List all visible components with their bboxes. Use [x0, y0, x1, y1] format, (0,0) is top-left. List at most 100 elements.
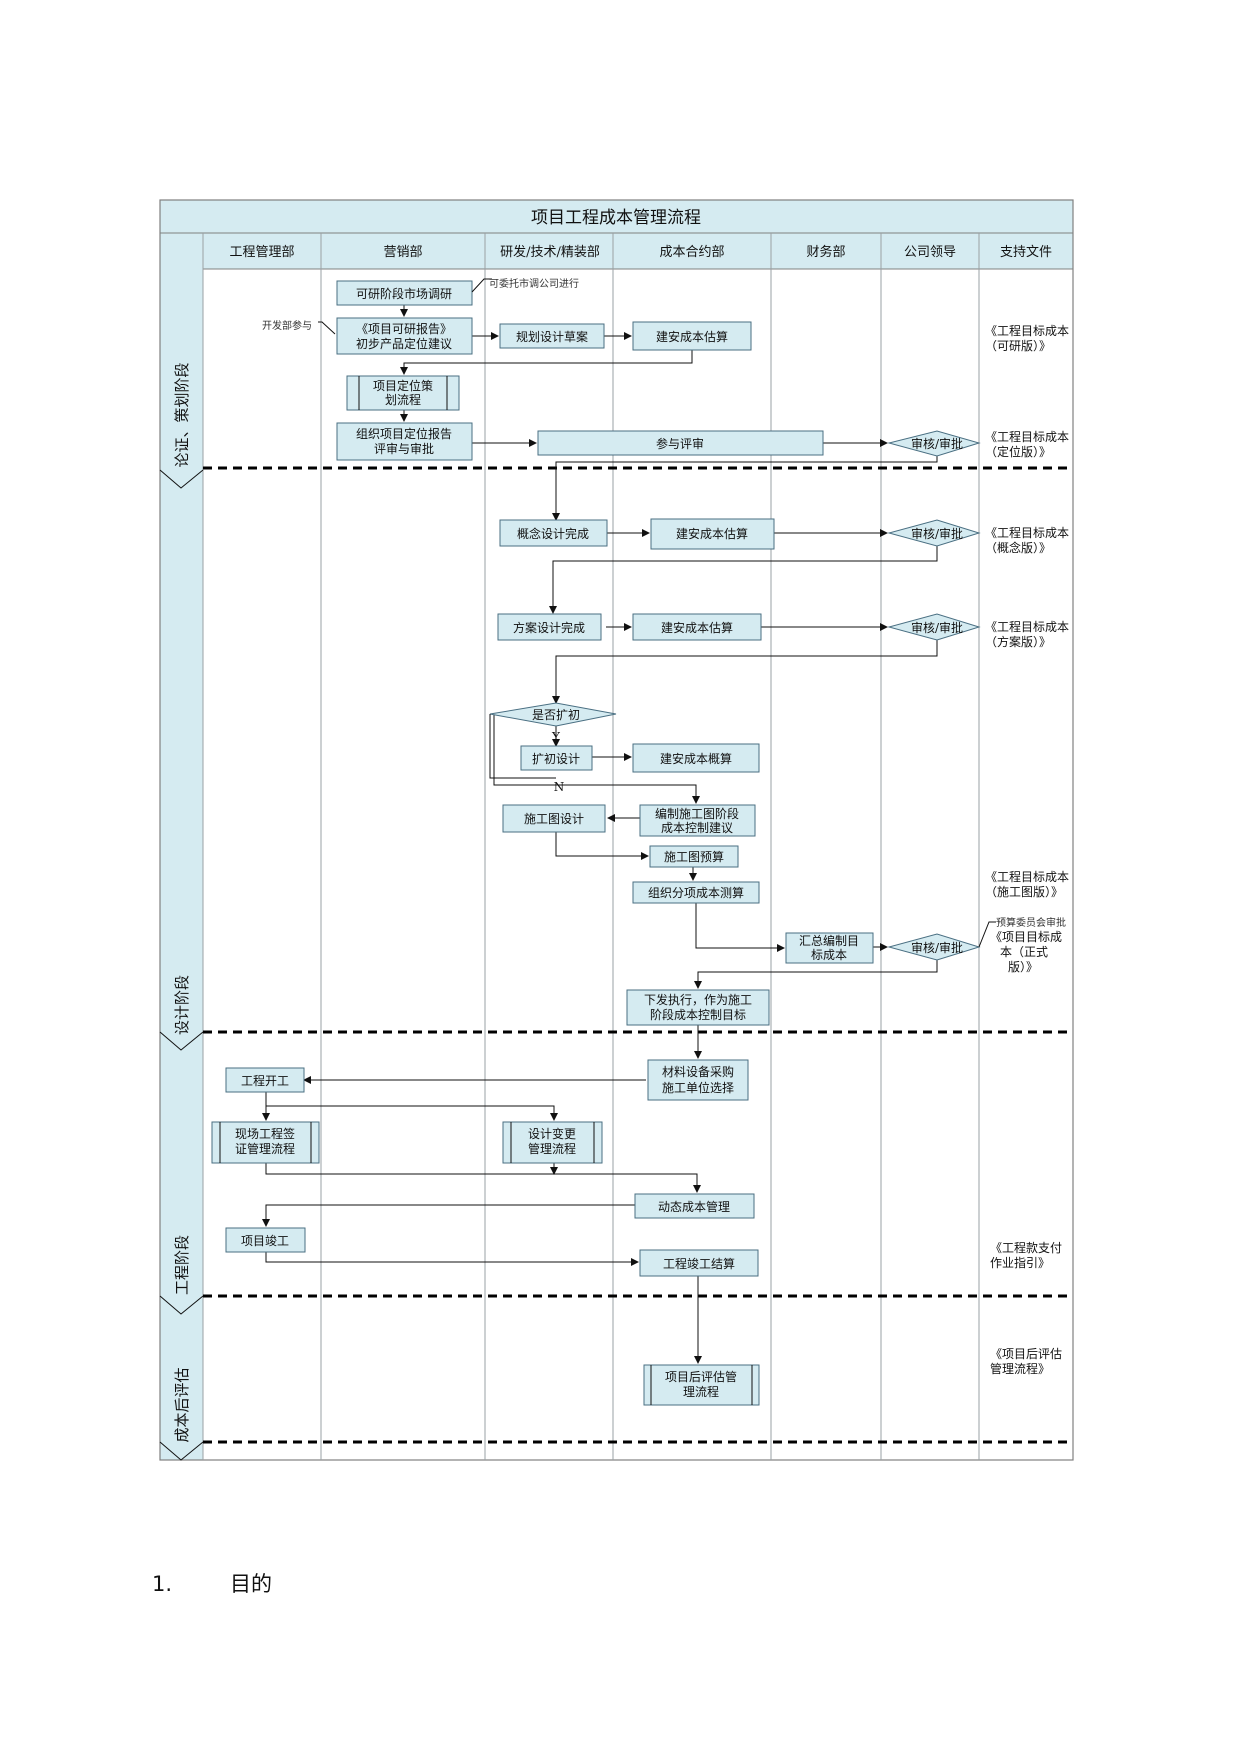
- svg-text:扩初设计: 扩初设计: [532, 752, 580, 766]
- node-procurement: [647, 1059, 749, 1101]
- svg-text:理流程: 理流程: [683, 1384, 719, 1399]
- node-participate-review: [537, 430, 824, 456]
- note-connector-budget: [978, 921, 996, 948]
- node-positioning-process: [346, 375, 460, 411]
- node-plan-draft: [499, 323, 605, 349]
- svg-text:《项目可研报告》: 《项目可研报告》: [356, 321, 452, 336]
- svg-text:划流程: 划流程: [385, 392, 421, 407]
- column-header-marketing: 营销部: [383, 245, 422, 260]
- node-concept-design: [499, 519, 608, 547]
- svg-text:审核/审批: 审核/审批: [911, 436, 963, 451]
- note-entrust: 可委托市调公司进行: [489, 277, 579, 290]
- svg-text:《工程款支付: 《工程款支付: [990, 1240, 1062, 1255]
- node-positioning-review: [336, 422, 473, 461]
- svg-text:动态成本管理: 动态成本管理: [658, 1199, 730, 1214]
- node-cd-budget: [649, 845, 739, 868]
- column-header-leadership: 公司领导: [904, 245, 956, 260]
- node-site-visa-process: [211, 1121, 320, 1164]
- column-header-band: [202, 232, 1074, 270]
- svg-text:（定位版）》: （定位版）》: [985, 444, 1051, 459]
- svg-text:管理流程》: 管理流程》: [990, 1361, 1050, 1376]
- node-design-change-process: [502, 1121, 603, 1164]
- column-header-engineering: 工程管理部: [229, 245, 294, 260]
- svg-text:标成本: 标成本: [811, 948, 847, 962]
- svg-text:方案设计完成: 方案设计完成: [513, 620, 585, 635]
- svg-text:《项目目标成: 《项目目标成: [990, 930, 1062, 944]
- svg-text:组织项目定位报告: 组织项目定位报告: [356, 426, 452, 441]
- note-budget-committee: 预算委员会审批: [996, 916, 1066, 929]
- decision-yes-label: Y: [551, 730, 561, 744]
- svg-text:《工程目标成本: 《工程目标成本: [985, 429, 1069, 444]
- svg-text:施工图设计: 施工图设计: [524, 812, 584, 826]
- support-documents: 《工程目标成本 （可研版）》 《工程目标成本 （定位版）》 《工程目标成本 （概…: [985, 323, 1069, 1376]
- svg-text:评审与审批: 评审与审批: [374, 441, 434, 456]
- phase-dividers: [159, 466, 1073, 1461]
- section-number: 1.: [152, 1572, 173, 1596]
- svg-text:概念设计完成: 概念设计完成: [517, 526, 589, 541]
- title-band: [159, 199, 1074, 234]
- node-project-completion: [225, 1227, 306, 1253]
- decision-no-label: N: [554, 780, 565, 794]
- svg-text:《工程目标成本: 《工程目标成本: [985, 323, 1069, 338]
- svg-text:可研阶段市场调研: 可研阶段市场调研: [356, 286, 452, 301]
- svg-text:编制施工图阶段: 编制施工图阶段: [655, 806, 739, 821]
- svg-text:项目竣工: 项目竣工: [241, 1233, 289, 1248]
- svg-text:规划设计草案: 规划设计草案: [516, 329, 588, 344]
- node-sub-cost-measure: [632, 881, 760, 904]
- phase-label-construction: 工程阶段: [173, 1235, 191, 1295]
- svg-text:现场工程签: 现场工程签: [235, 1126, 295, 1141]
- svg-text:工程竣工结算: 工程竣工结算: [663, 1256, 735, 1271]
- column-header-support-docs: 支持文件: [1000, 245, 1052, 260]
- node-completion-settlement: [639, 1249, 759, 1277]
- column-header-cost-contract: 成本合约部: [659, 245, 724, 260]
- approval-diamonds: 审核/审批 审核/审批 审核/审批 审核/审批: [887, 430, 981, 961]
- node-scheme-design: [497, 613, 602, 641]
- svg-text:材料设备采购: 材料设备采购: [662, 1064, 734, 1079]
- svg-text:《项目后评估: 《项目后评估: [990, 1347, 1062, 1361]
- svg-text:作业指引》: 作业指引》: [990, 1255, 1050, 1270]
- node-market-research: [336, 280, 473, 306]
- svg-text:《工程目标成本: 《工程目标成本: [985, 869, 1069, 884]
- svg-text:施工图预算: 施工图预算: [664, 849, 724, 864]
- node-construction-start: [225, 1067, 305, 1093]
- phase-band: [159, 232, 204, 1461]
- svg-text:管理流程: 管理流程: [528, 1141, 576, 1156]
- svg-text:审核/审批: 审核/审批: [911, 940, 963, 955]
- node-cost-estimate-1: [632, 321, 752, 351]
- flowchart-title: 项目工程成本管理流程: [531, 208, 701, 228]
- node-dynamic-cost: [634, 1193, 755, 1219]
- decision-preliminary-design: [489, 702, 617, 727]
- svg-text:成本控制建议: 成本控制建议: [661, 821, 733, 835]
- svg-text:组织分项成本测算: 组织分项成本测算: [648, 885, 744, 900]
- svg-text:审核/审批: 审核/审批: [911, 526, 963, 541]
- phase-label-design: 设计阶段: [173, 975, 191, 1035]
- svg-text:建安成本概算: 建安成本概算: [660, 751, 732, 766]
- svg-text:本（正式: 本（正式: [1000, 945, 1048, 959]
- svg-text:下发执行，作为施工: 下发执行，作为施工: [644, 992, 752, 1007]
- phase-label-post-evaluation: 成本后评估: [173, 1367, 191, 1442]
- note-connector-dev: [318, 321, 336, 335]
- note-dev-join: 开发部参与: [262, 319, 312, 332]
- svg-text:版）》: 版）》: [1008, 960, 1038, 974]
- svg-text:初步产品定位建议: 初步产品定位建议: [356, 336, 452, 351]
- svg-text:《工程目标成本: 《工程目标成本: [985, 525, 1069, 540]
- svg-text:施工单位选择: 施工单位选择: [662, 1080, 734, 1095]
- section-heading: 1.目的: [152, 1568, 272, 1598]
- svg-text:工程开工: 工程开工: [241, 1073, 289, 1088]
- svg-text:阶段成本控制目标: 阶段成本控制目标: [650, 1007, 746, 1022]
- node-cost-estimate-3: [632, 613, 762, 641]
- column-header-finance: 财务部: [806, 244, 845, 260]
- svg-text:建安成本估算: 建安成本估算: [676, 526, 748, 541]
- svg-text:是否扩初: 是否扩初: [532, 708, 580, 722]
- svg-text:《工程目标成本: 《工程目标成本: [985, 619, 1069, 634]
- node-cd-cost-control: [639, 804, 756, 837]
- node-rough-estimate: [632, 743, 760, 773]
- svg-text:建安成本估算: 建安成本估算: [656, 329, 728, 344]
- svg-text:（概念版）》: （概念版）》: [985, 540, 1051, 555]
- svg-text:项目定位策: 项目定位策: [373, 378, 433, 393]
- svg-text:（可研版）》: （可研版）》: [985, 339, 1051, 353]
- phase-label-planning: 论证、策划阶段: [173, 362, 191, 467]
- column-header-rnd: 研发/技术/精装部: [500, 244, 600, 260]
- svg-text:设计变更: 设计变更: [528, 1126, 576, 1141]
- diagram-frame: [159, 199, 1074, 1461]
